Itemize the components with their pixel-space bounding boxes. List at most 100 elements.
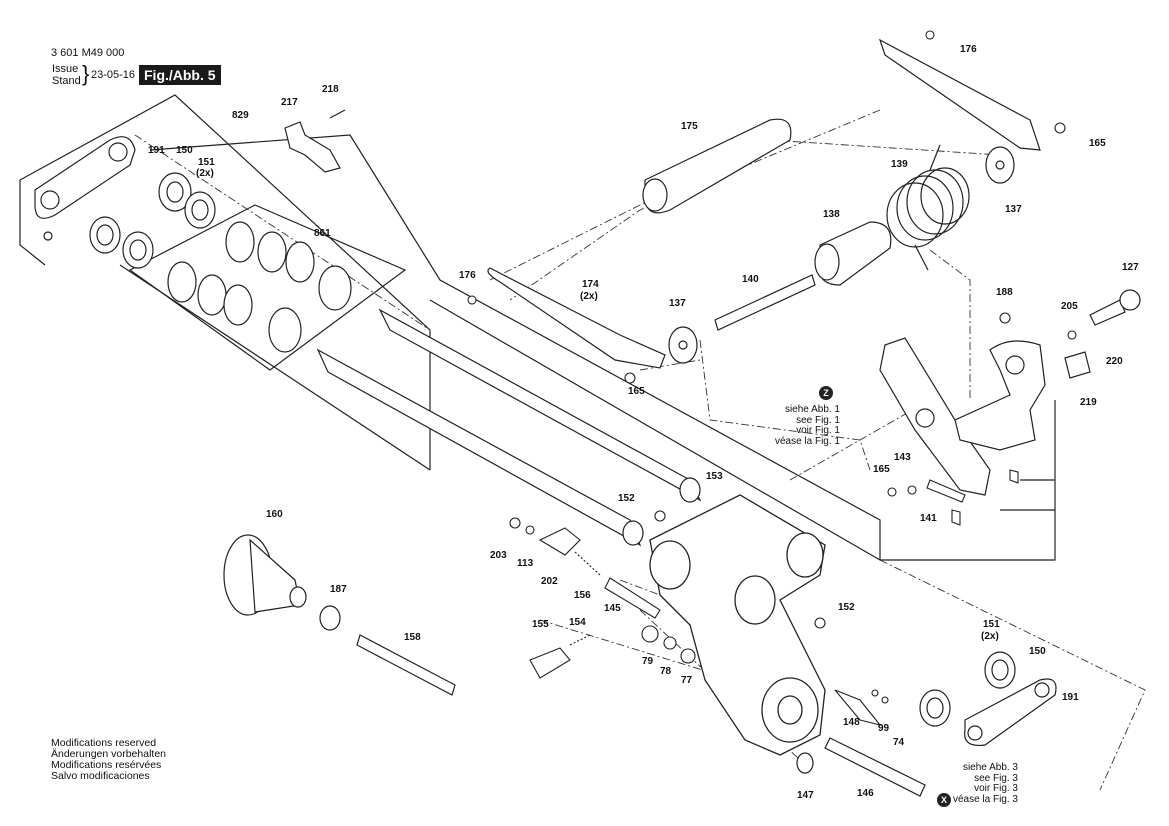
reference-line: voir Fig. 1 [796,425,840,436]
part-label: 137 [669,298,686,309]
stand-label: Stand [52,75,81,87]
part-label: 127 [1122,262,1139,273]
part-label: 165 [1089,138,1106,149]
part-label: 150 [1029,646,1046,657]
part-label: 147 [797,790,814,801]
reference-line: siehe Abb. 3 [962,762,1018,773]
leader-line [929,249,971,400]
part-146-bolt [796,737,926,797]
part-label: 176 [960,44,977,55]
part-label: 74 [893,737,905,748]
part-label: 151 [198,157,215,168]
part-label: 217 [281,97,298,108]
part-160-knob [223,534,307,616]
part-139-spring [886,144,970,271]
part-175-handle [642,118,792,214]
part-label: 191 [148,145,165,156]
issue-date: 23-05-16 [91,69,136,81]
footer-line: Modifications resérvées [51,759,162,771]
part-label: 187 [330,584,347,595]
part-small-components [467,30,1077,726]
part-label: 139 [891,159,908,170]
leader-line [639,359,701,371]
part-label: 79 [642,656,654,667]
reference-x-note: siehe Abb. 3 see Fig. 3 voir Fig. 3 véas… [940,762,1018,805]
part-label: 143 [894,452,911,463]
part-label: 176 [459,270,476,281]
part-label: 156 [574,590,591,601]
part-label: 829 [232,110,249,121]
reference-line: voir Fig. 3 [974,783,1018,794]
part-label: 165 [628,386,645,397]
part-label: 150 [176,145,193,156]
part-153-housing [649,494,826,756]
part-label: 141 [920,513,937,524]
part-label: 220 [1106,356,1123,367]
leader-line [509,109,881,301]
issue-label: Issue [52,63,79,75]
right-bracket-outline [880,400,1056,561]
reference-z-badge: Z [819,386,833,400]
part-label: 99 [878,723,890,734]
part-main-tubes [316,308,702,547]
reference-x-badge: X [937,793,951,807]
reference-line: see Fig. 3 [974,772,1018,784]
part-label: 78 [660,666,672,677]
footer-line: Änderungen vorbehalten [51,748,167,760]
tube-outline [149,134,881,562]
part-label: 155 [532,619,549,630]
part-217-clip [284,109,346,173]
part-label: 154 [569,617,586,628]
part-label: 175 [681,121,698,132]
part-label: 160 [266,509,283,520]
part-label: 205 [1061,301,1078,312]
part-label: 191 [1062,692,1079,703]
part-label: 165 [873,464,890,475]
figure-label: Fig./Abb. 5 [139,65,221,85]
brace-icon: } [82,61,90,86]
part-label: 218 [322,84,339,95]
part-label: 148 [843,717,860,728]
part-label-qty: (2x) [981,631,999,642]
part-right-bracket [879,289,1141,496]
reference-line: véase la Fig. 3 [952,793,1018,805]
leader-line [699,339,871,471]
part-label: 152 [618,493,635,504]
part-138-roller [714,221,892,331]
part-label: 77 [681,675,693,686]
part-label: 861 [314,228,331,239]
part-861-rollers [167,221,352,353]
part-label: 146 [857,788,874,799]
part-number: 3 601 M49 000 [51,47,125,59]
footer-line: Modifications reserved [51,737,157,749]
part-label: 202 [541,576,558,587]
footer-notice: Modifications reserved Änderungen vorbeh… [51,738,166,782]
kit-861-outline [128,204,407,371]
part-label: 188 [996,287,1013,298]
part-label-qty: (2x) [580,291,598,302]
part-174-lever [487,38,1041,369]
part-washers-top-left [89,172,216,269]
part-label: 145 [604,603,621,614]
part-label: 153 [706,471,723,482]
kit-829-outline [19,94,431,471]
part-label: 219 [1080,397,1097,408]
part-label: 174 [582,279,599,290]
part-829-end-cap [34,136,136,241]
part-label: 137 [1005,204,1022,215]
part-label: 151 [983,619,1000,630]
part-label-qty: (2x) [196,168,214,179]
reference-line: see Fig. 1 [796,414,840,426]
leader-line [879,559,1146,791]
part-label: 138 [823,209,840,220]
part-washers-bottom-right [919,651,1057,747]
leader-line [489,139,1001,281]
part-158-shaft [319,605,456,696]
part-label: 203 [490,550,507,561]
footer-line: Salvo modificaciones [51,770,150,782]
part-137-discs [668,146,1015,364]
leader-line [134,134,431,331]
part-label: 113 [517,558,534,569]
reference-line: siehe Abb. 1 [784,404,840,415]
